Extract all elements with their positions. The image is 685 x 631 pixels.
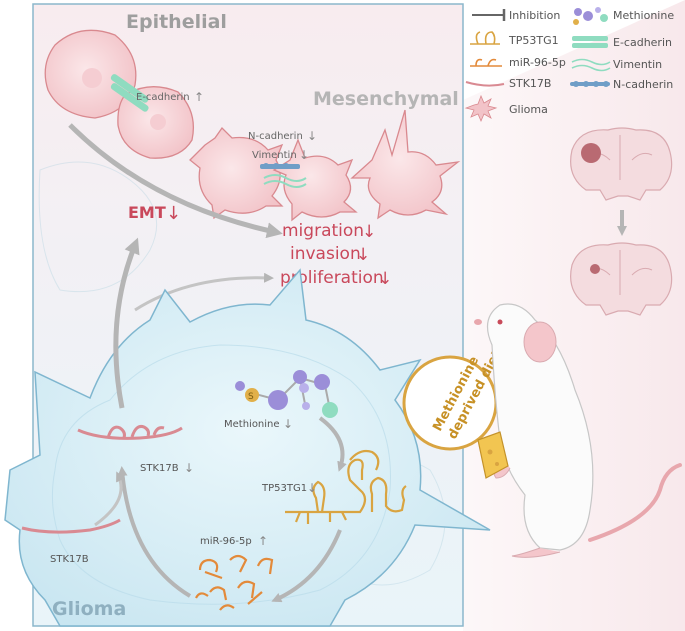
legend-stk17b-label: STK17B [509,77,551,90]
mesenchymal-cell-4 [272,138,358,222]
n-cadherin-marker [260,163,300,169]
glioma-cell [4,268,491,627]
legend-glioma-icon [464,94,498,123]
mir-label: miR-96-5p [200,536,252,547]
mouse-eye [497,319,503,325]
e-cadherin-up-arrow: ↑ [194,90,204,104]
invasion-label: invasion [290,244,361,264]
migration-down-arrow: ↓ [362,222,376,242]
legend-vimentin-label: Vimentin [613,58,662,71]
epithelial-title: Epithelial [126,11,227,33]
brain-before-tumor [581,143,601,163]
legend-methionine-icon [573,7,608,25]
stk17b-bottom-label: STK17B [50,554,89,565]
tp53tg1-rna [285,449,407,524]
emt-arrow [68,123,283,239]
transition-cell-3 [189,126,284,220]
e-cadherin-marker [110,74,149,112]
legend-stk17b-icon [465,81,505,87]
legend-n-cadherin-label: N-cadherin [613,78,673,91]
mir-to-stk17b-arrow [117,466,192,598]
vimentin-label: Vimentin [252,150,297,161]
n-cadherin-down-arrow: ↓ [307,129,317,143]
mouse-ear [523,321,557,363]
legend-vimentin-icon [571,58,611,72]
mouse [474,303,682,558]
mesenchymal-cell-5 [350,109,461,220]
cheese [477,431,509,479]
brain-before [570,127,673,201]
tp53tg1-to-mir-arrow [271,529,342,603]
e-cadherin-label: E-cadherin [136,92,190,103]
methionine-down-arrow: ↓ [283,417,293,431]
emt-label: EMT [128,203,166,222]
mouse-foot [511,547,561,558]
legend-inhibition-label: Inhibition [509,9,560,22]
brain-after-tumor [590,264,600,274]
invasion-down-arrow: ↓ [356,245,370,265]
legend-e-cadherin-icon [572,36,608,48]
legend-e-cadherin-label: E-cadherin [613,36,672,49]
legend-mir-label: miR-96-5p [509,56,566,69]
methionine-to-tp53tg1-arrow [318,416,347,472]
legend-n-cadherin-icon [570,81,610,87]
methionine-atom-s: S [248,392,254,402]
legend: Inhibition TP53TG1 miR-96-5p STK17B Glio… [464,7,674,123]
proliferation-arrow [134,272,274,312]
proliferation-down-arrow: ↓ [378,269,392,289]
emt-down-arrow: ↓ [166,203,181,224]
methionine-molecule [235,370,338,418]
stk17b-top-rna [77,425,183,440]
proliferation-label: proliferation [280,268,384,288]
emt-up-arrow-from-stk17b [113,237,140,409]
legend-mir-icon [470,58,502,67]
stk17b-top-down-arrow: ↓ [184,461,194,475]
mouse-tail [588,463,682,542]
glioma-title: Glioma [52,598,126,620]
legend-inhibition-icon [472,9,506,21]
methionine-label: Methionine [224,419,280,430]
tp53tg1-label: TP53TG1 [261,483,307,494]
stk17b-bottom-to-top-arrow [94,471,126,527]
vimentin-down-arrow: ↓ [299,148,309,162]
vimentin-marker [263,174,307,188]
migration-label: migration [282,221,364,241]
mir-up-arrow: ↑ [258,534,268,548]
legend-methionine-label: Methionine [613,9,674,22]
legend-tp53tg1-icon [470,31,500,45]
mesenchymal-title: Mesenchymal [313,88,459,110]
legend-glioma-label: Glioma [509,103,548,116]
mir-96-5p-cluster [195,554,274,611]
stk17b-top-label: STK17B [140,463,179,474]
brain-after [570,242,673,316]
stk17b-bottom-rna [21,518,121,534]
legend-tp53tg1-label: TP53TG1 [508,34,559,47]
glioma-cell-inner [51,344,391,605]
tp53tg1-down-arrow: ↓ [307,481,317,495]
cell-sequence [44,29,461,222]
n-cadherin-label: N-cadherin [248,131,303,142]
mouse-nose [474,319,482,325]
